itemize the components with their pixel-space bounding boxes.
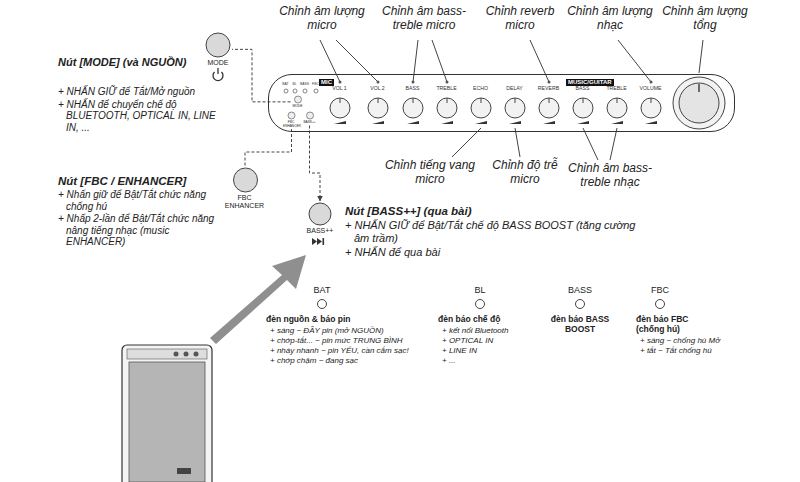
- callout-text: + tắt ~ Tắt chống hú: [640, 346, 750, 355]
- button-node: BASS++: [303, 111, 317, 125]
- button-label: BASS++: [306, 227, 334, 235]
- callout-text: + nháy nhanh ~ pin YẾU, cần cắm sạc!: [270, 346, 420, 355]
- callout-heading: đèn báo FBC (chống hú): [636, 315, 716, 335]
- callout-text: BASS: [568, 285, 592, 295]
- callout-text: + sáng ~ chống hú Mở: [640, 336, 750, 345]
- callout-text: Chỉnh âm bass-treble nhạc: [563, 162, 658, 190]
- button-node: MODE: [292, 95, 304, 109]
- speaker-illustration: [122, 345, 212, 482]
- button-node: FBC ENHANCER: [225, 167, 266, 209]
- callout-heading: Nút [BASS++] (qua bài): [345, 205, 472, 218]
- callout-text: + chớp chậm ~ đang sạc: [270, 356, 420, 365]
- callout-text: + NHẤN để chuyển chế độ BLUETOOTH, OPTIC…: [58, 99, 228, 134]
- callout-text: BL: [474, 285, 485, 295]
- callout-text: + sáng ~ ĐẦY pin (mở NGUỒN): [270, 326, 420, 335]
- knob-label: VOL 1: [332, 86, 347, 92]
- button-circle: [303, 111, 317, 120]
- callout-text: + Nhấp 2-lần để Bật/Tắt chức năng nâng t…: [58, 213, 220, 248]
- knob-label: ECHO: [473, 86, 488, 92]
- knob-label: REVERB: [538, 86, 559, 92]
- callout-text: + ...: [442, 356, 552, 365]
- button-label: MODE: [292, 105, 304, 109]
- knob-label: DELAY: [506, 86, 523, 92]
- section-tag: MUSIC/GUITAR: [566, 79, 614, 86]
- button-circle: [283, 111, 300, 120]
- callout-text: BAT: [314, 285, 331, 295]
- callout-text: Chỉnh âm bass-treble micro: [378, 5, 470, 33]
- knob-label: TREBLE: [606, 86, 626, 92]
- callout-text: + OPTICAL IN: [442, 336, 552, 345]
- knob-label: BASS: [576, 86, 590, 92]
- callout-heading: đèn báo BASS BOOST: [549, 315, 611, 335]
- button-node: BASS++: [306, 202, 334, 235]
- leader-lines: [320, 40, 703, 160]
- knob-label: BAT: [282, 83, 288, 87]
- button-label: BASS++: [303, 121, 317, 125]
- callout-text: Chỉnh reverb micro: [485, 5, 555, 33]
- button-label: MODE: [205, 59, 231, 67]
- callout-text: Chỉnh âm lượng micro: [276, 5, 368, 33]
- dashed-connector: [310, 126, 321, 201]
- callout-text: + NHẤN GIỮ để Tắt/Mở nguồn: [58, 86, 228, 98]
- button-node: MODE: [205, 32, 231, 67]
- knob-label: BASS: [300, 83, 309, 87]
- control-panel: MICVOL 1 VOL 2 BASS TREBLE ECHO DELAY REVERB MU…: [268, 74, 735, 132]
- callout-heading: Nút [MODE] (và NGUỒN): [58, 56, 186, 69]
- callout-text: Chỉnh tiếng vang micro: [380, 159, 480, 187]
- callout-text: Chỉnh âm lượng tổng: [659, 5, 751, 33]
- skip-icon: [312, 238, 324, 245]
- knobs: [330, 77, 725, 129]
- knob-label: BASS: [406, 86, 420, 92]
- panel-leds: [284, 89, 318, 93]
- callout-text: + LINE IN: [442, 346, 552, 355]
- callout-heading: đèn nguồn & báo pin: [266, 315, 351, 325]
- callout-text: Chỉnh âm lượng nhạc: [564, 5, 656, 33]
- button-circle: [205, 32, 231, 58]
- knob-label: VOL 2: [370, 86, 385, 92]
- callout-text: Chỉnh độ trễ micro: [486, 159, 564, 187]
- led-symbols: [318, 300, 665, 309]
- button-node: FBC ENHANCER: [283, 111, 300, 128]
- button-circle: [306, 202, 334, 226]
- callout-text: + NHẤN GIỮ để Bật/Tắt chế độ BASS BOOST …: [345, 219, 645, 244]
- knob-label: VOLUME: [640, 86, 662, 92]
- button-circle: [225, 167, 266, 193]
- power-icon: [213, 68, 223, 81]
- callout-text: + kết nối Bluetooth: [442, 326, 552, 335]
- callout-text: FBC: [651, 285, 669, 295]
- button-circle: [292, 95, 304, 104]
- callout-text: + Nhấn giữ để Bật/Tắt chức năng chống hú: [58, 189, 220, 212]
- callout-text: + NHẤN để qua bài: [345, 246, 645, 259]
- callout-heading: đèn báo chế độ: [438, 315, 500, 325]
- button-label: FBC ENHANCER: [225, 194, 265, 209]
- button-label: FBC ENHANCER: [283, 121, 299, 128]
- knob-label: FBC: [312, 83, 319, 87]
- dashed-connector: [232, 49, 291, 102]
- dashed-connector: [245, 129, 292, 166]
- callout-text: + chớp-tắt... ~ pin mức TRUNG BÌNH: [270, 336, 420, 345]
- knob-label: TREBLE: [436, 86, 456, 92]
- callout-heading: Nút [FBC / ENHANCER]: [58, 175, 186, 188]
- knob-label: BL: [292, 83, 296, 87]
- section-tag: MIC: [319, 79, 334, 86]
